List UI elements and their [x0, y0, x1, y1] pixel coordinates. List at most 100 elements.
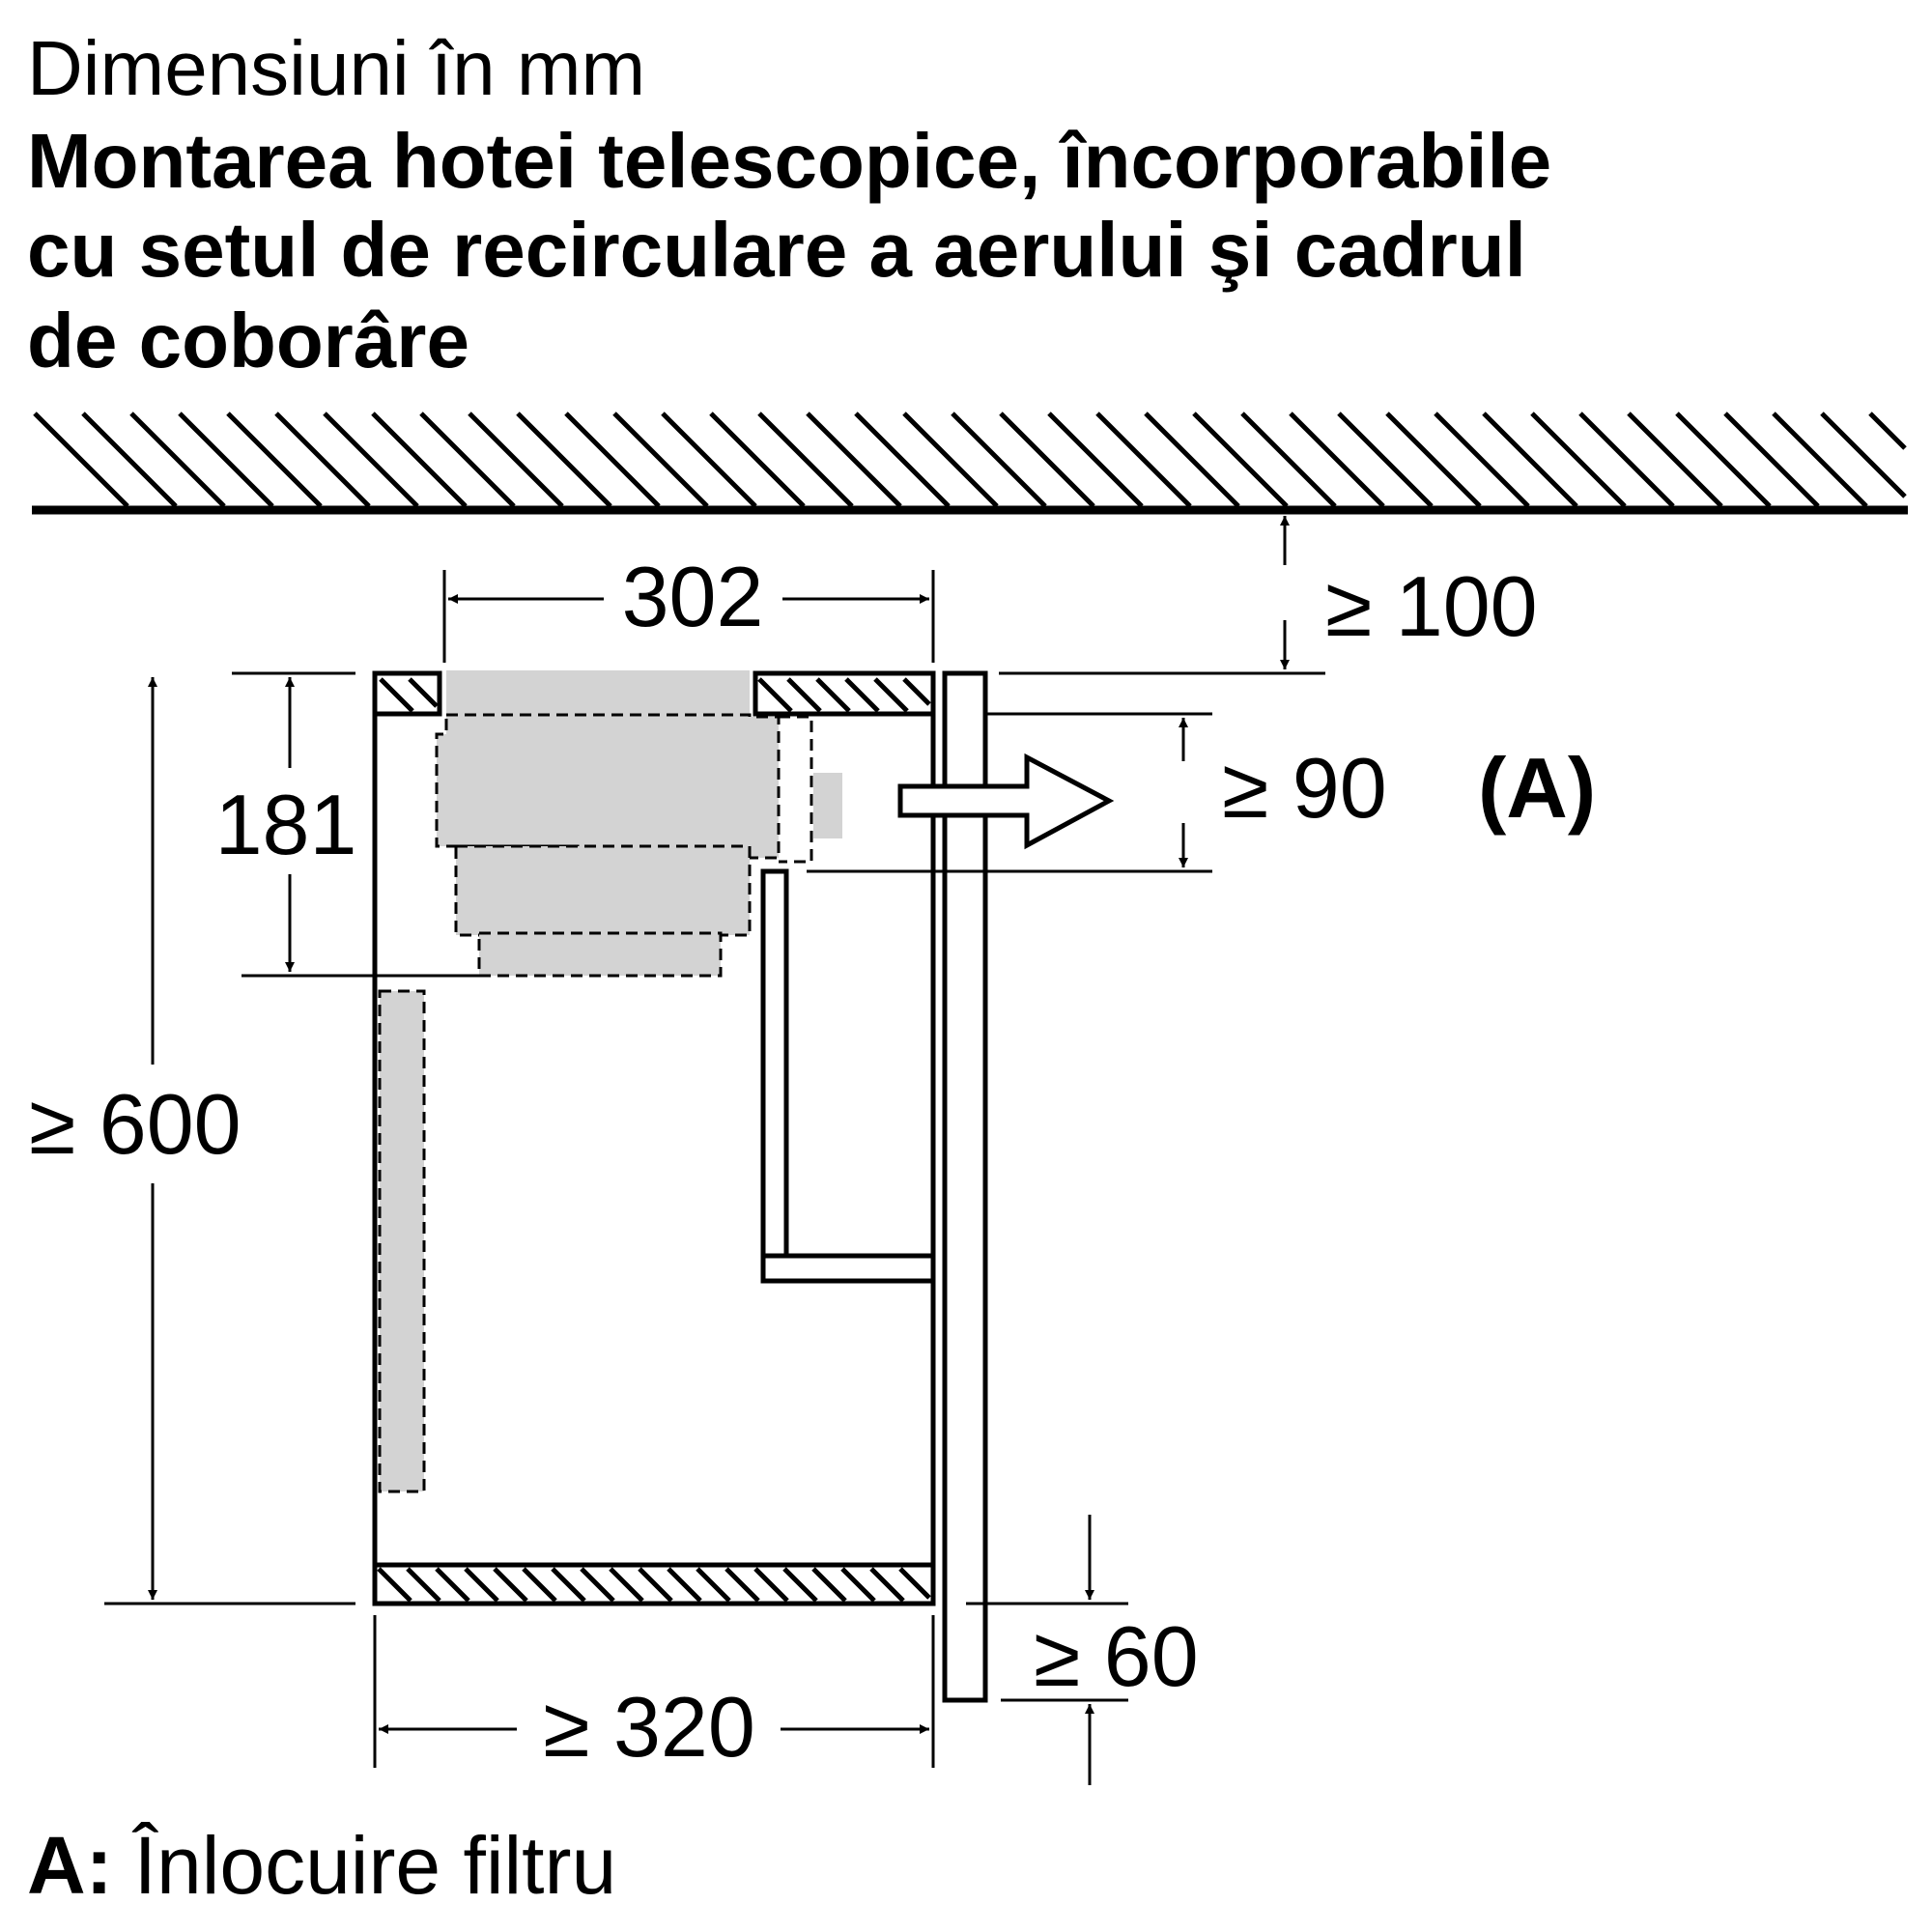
dimension-width-top: 302	[442, 549, 935, 663]
hatch-line	[806, 412, 902, 508]
hatch-line	[551, 1567, 586, 1603]
airflow-arrow	[897, 753, 1115, 850]
hatch-line	[81, 412, 178, 508]
hatch-line	[609, 1567, 644, 1603]
hatch-line	[564, 412, 661, 508]
hatch-line	[464, 1567, 499, 1603]
telescopic-hood	[378, 670, 842, 1493]
hatch-line	[1772, 412, 1868, 508]
hatch-line	[757, 412, 854, 508]
hatch-line	[408, 677, 439, 708]
top-left-panel-hatching	[379, 677, 439, 713]
hatch-line	[1337, 412, 1434, 508]
label-front-offset: ≥ 60	[1034, 1608, 1199, 1704]
hatch-line	[377, 1567, 412, 1603]
front-door	[760, 670, 988, 1703]
hatch-line	[815, 677, 851, 713]
label-cabinet-width: ≥ 320	[543, 1679, 755, 1775]
hatch-line	[1675, 412, 1772, 508]
hatch-line	[844, 677, 880, 713]
hatch-line	[902, 677, 931, 706]
hatch-line	[1723, 412, 1820, 508]
dimension-front-offset: ≥ 60	[966, 1515, 1199, 1785]
cabinet	[372, 670, 936, 1606]
hatch-line	[1047, 412, 1144, 508]
hatch-line	[33, 412, 129, 508]
hatch-line	[371, 412, 468, 508]
hatch-line	[1289, 412, 1385, 508]
cabinet-bottom-panel	[372, 1562, 936, 1606]
hatch-line	[379, 677, 414, 713]
hatch-line	[1385, 412, 1482, 508]
hood-lower-body	[477, 931, 723, 978]
hatch-line	[1240, 412, 1337, 508]
hatch-line	[493, 1567, 528, 1603]
hatch-line	[580, 1567, 615, 1603]
hatch-line	[468, 412, 564, 508]
hatch-line	[898, 1567, 931, 1600]
hatch-line	[854, 412, 951, 508]
hatch-line	[902, 412, 999, 508]
dimension-cabinet-width: ≥ 320	[373, 1615, 935, 1775]
hatch-line	[522, 1567, 557, 1603]
dimension-height-inner: 181	[215, 671, 479, 978]
label-cabinet-height: ≥ 600	[29, 1076, 242, 1172]
hatch-line	[1627, 412, 1723, 508]
cabinet-top-panel-left	[372, 670, 442, 717]
hood-side-panel	[378, 989, 426, 1493]
hatch-line	[1192, 412, 1289, 508]
label-filter-opening: ≥ 90	[1222, 740, 1387, 836]
hatch-line	[667, 1567, 702, 1603]
hatch-line	[1820, 412, 1907, 498]
hatch-line	[406, 1567, 441, 1603]
hatch-line	[696, 1567, 731, 1603]
hatch-line	[709, 412, 806, 508]
hatch-line	[435, 1567, 470, 1603]
hood-top-block	[446, 670, 750, 715]
hatch-line	[419, 412, 516, 508]
hatch-line	[1530, 412, 1627, 508]
hatch-line	[226, 412, 323, 508]
marker-a: (A)	[1478, 740, 1596, 836]
ceiling-hatching	[33, 412, 1907, 508]
hood-filter-tab	[813, 773, 842, 838]
hatch-line	[873, 677, 909, 713]
legend-key: A:	[27, 1820, 113, 1911]
title-line-3: de coborâre	[27, 298, 469, 384]
hatch-line	[129, 412, 226, 508]
title-line-1: Montarea hotei telescopice, încorporabil…	[27, 118, 1551, 204]
label-302: 302	[622, 549, 764, 644]
legend: A: Înlocuire filtru	[27, 1820, 616, 1911]
hatch-line	[274, 412, 371, 508]
hatch-line	[811, 1567, 847, 1603]
hatch-line	[757, 677, 793, 713]
hatch-line	[1095, 412, 1192, 508]
top-right-panel-hatching	[757, 677, 931, 713]
hatch-line	[1868, 412, 1907, 450]
hatch-line	[323, 412, 419, 508]
bottom-panel-hatching	[377, 1567, 931, 1603]
hatch-line	[1144, 412, 1240, 508]
hatch-line	[951, 412, 1047, 508]
hatch-line	[178, 412, 274, 508]
lowering-frame	[760, 868, 936, 1284]
hatch-line	[612, 412, 709, 508]
hood-filter-outline	[779, 715, 813, 864]
hood-middle-body	[454, 844, 752, 937]
hatch-line	[786, 677, 822, 713]
hatch-line	[782, 1567, 818, 1603]
label-ceiling-gap: ≥ 100	[1325, 558, 1538, 654]
subtitle-dimensions-unit: Dimensiuni în mm	[27, 25, 645, 111]
label-181: 181	[215, 777, 357, 872]
hatch-line	[661, 412, 757, 508]
hatch-line	[724, 1567, 760, 1603]
dimension-filter-opening: ≥ 90	[807, 712, 1387, 873]
title-line-2: cu setul de recirculare a aerului şi cad…	[27, 207, 1526, 293]
dimension-cabinet-height: ≥ 600	[29, 677, 355, 1605]
cabinet-top-panel-right	[753, 670, 936, 717]
hatch-line	[869, 1567, 905, 1603]
hatch-line	[638, 1567, 673, 1603]
dimension-ceiling-gap: ≥ 100	[999, 516, 1538, 675]
hatch-line	[1578, 412, 1675, 508]
